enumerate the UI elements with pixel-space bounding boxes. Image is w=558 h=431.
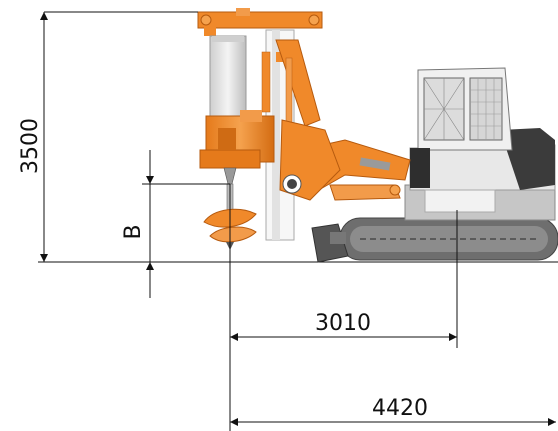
dimension-reach-tracks: 3010 bbox=[230, 311, 457, 341]
mast-crown bbox=[197, 8, 323, 36]
kelly-bar bbox=[209, 35, 247, 119]
dimension-auger-depth: B bbox=[121, 150, 230, 298]
drilling-mast bbox=[261, 29, 341, 241]
operator-cab bbox=[410, 67, 513, 188]
overall-length-label: 4420 bbox=[372, 396, 428, 421]
reach-tracks-label: 3010 bbox=[315, 311, 371, 336]
track-assembly bbox=[339, 217, 558, 261]
height-total-label: 3500 bbox=[18, 118, 43, 174]
blade-arm bbox=[330, 232, 346, 244]
excavator-body bbox=[404, 128, 556, 221]
dimension-height-total: 3500 bbox=[18, 11, 198, 262]
dimension-overall-length: 4420 bbox=[230, 396, 556, 426]
auger-depth-label: B bbox=[121, 224, 146, 239]
rotary-drive bbox=[199, 110, 275, 185]
